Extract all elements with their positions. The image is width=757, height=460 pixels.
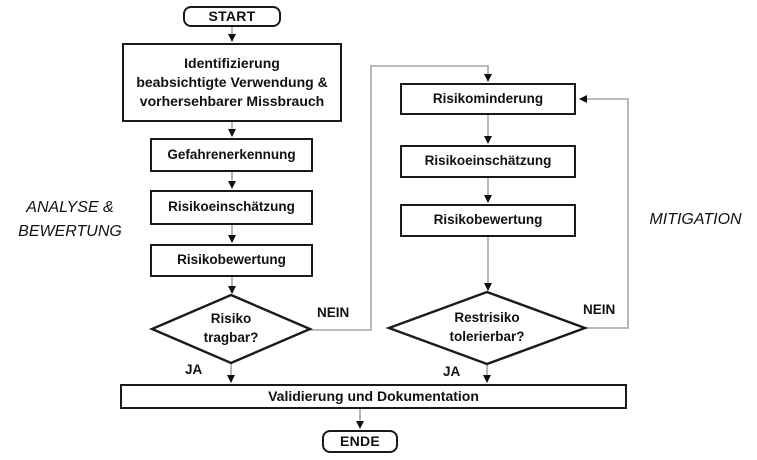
risk-evaluation-right-node: Risikobewertung bbox=[400, 204, 576, 237]
end-node: ENDE bbox=[322, 430, 398, 453]
phase-label-mitigation: MITIGATION bbox=[649, 211, 742, 228]
decision-left-diamond bbox=[148, 293, 314, 365]
identification-node: Identifizierung beabsichtigte Verwendung… bbox=[122, 43, 342, 122]
hazard-identification-node: Gefahrenerkennung bbox=[150, 138, 313, 172]
edge-decision-right-no-loop bbox=[579, 95, 629, 329]
validation-node: Validierung und Dokumentation bbox=[120, 384, 627, 409]
edge-label-left-nein: NEIN bbox=[317, 305, 350, 320]
edge-label-right-ja: JA bbox=[443, 364, 461, 379]
risk-evaluation-left-node: Risikobewertung bbox=[150, 244, 313, 277]
decision-right-diamond bbox=[385, 290, 589, 366]
start-node: START bbox=[183, 6, 281, 27]
phase-label-analyse-bewertung: ANALYSE & BEWERTUNG bbox=[18, 199, 122, 240]
edge-decision-left-no bbox=[310, 65, 492, 331]
risk-mitigation-node: Risikominderung bbox=[400, 83, 576, 115]
edge-label-left-ja: JA bbox=[185, 362, 203, 377]
risk-estimation-left-node: Risikoeinschätzung bbox=[150, 190, 313, 225]
edge-label-right-nein: NEIN bbox=[583, 302, 616, 317]
risk-estimation-right-node: Risikoeinschätzung bbox=[400, 145, 576, 178]
